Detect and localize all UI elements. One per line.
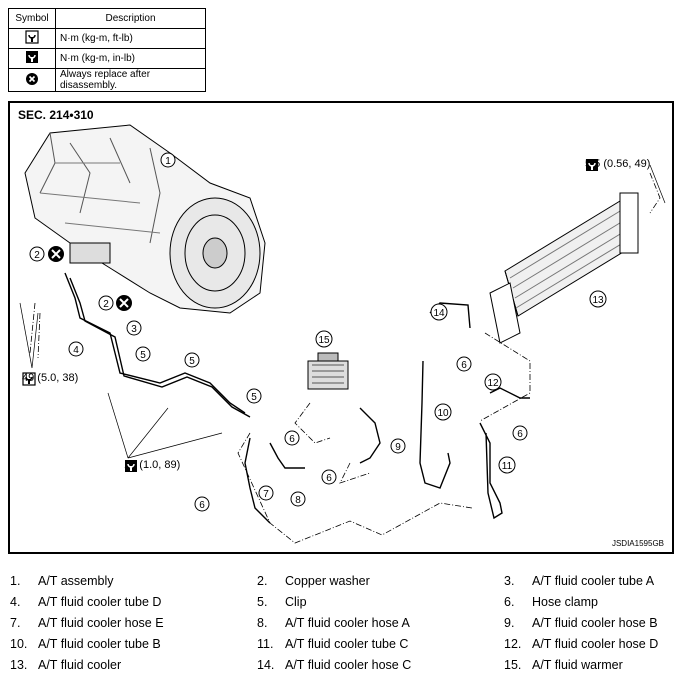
callout-5c: 5 <box>246 388 262 404</box>
svg-text:5: 5 <box>189 356 195 367</box>
callout-10: 10 <box>434 403 452 421</box>
callout-11: 11 <box>498 456 516 474</box>
torque-value-1: 5.5 (0.56, 49) <box>585 158 651 170</box>
torque-wrench-inlb-icon <box>125 460 137 472</box>
svg-text:12: 12 <box>487 378 499 389</box>
torque-wrench-inlb-icon <box>8 48 56 69</box>
svg-text:14: 14 <box>433 308 445 319</box>
symbol-desc-3: Always replace after disassembly. <box>55 68 206 92</box>
callout-3: 3 <box>126 320 142 336</box>
svg-text:3: 3 <box>131 324 137 335</box>
svg-text:2: 2 <box>103 299 109 310</box>
torque-wrench-icon <box>586 159 598 171</box>
callout-15: 15 <box>315 330 333 348</box>
svg-text:7: 7 <box>263 489 269 500</box>
callout-6c: 6 <box>321 469 337 485</box>
svg-text:8: 8 <box>295 495 301 506</box>
callout-6e: 6 <box>512 425 528 441</box>
svg-text:1: 1 <box>165 156 171 167</box>
callout-2b: 2 <box>98 295 114 311</box>
leader-lines <box>29 172 661 544</box>
callout-8: 8 <box>290 491 306 507</box>
description-header: Description <box>55 8 206 29</box>
always-replace-icon <box>48 246 64 262</box>
callout-12: 12 <box>484 373 502 391</box>
symbol-desc-1: N·m (kg-m, ft-lb) <box>55 28 206 49</box>
callout-1: 1 <box>160 152 176 168</box>
callout-9: 9 <box>390 438 406 454</box>
callout-2a: 2 <box>29 246 45 262</box>
svg-text:10: 10 <box>437 408 449 419</box>
torque-leaders <box>19 164 666 459</box>
svg-text:11: 11 <box>502 461 513 472</box>
symbol-header: Symbol <box>8 8 56 29</box>
at-fluid-cooler-drawing <box>489 192 639 344</box>
svg-text:6: 6 <box>199 500 205 511</box>
replace-markers <box>48 246 132 311</box>
svg-text:4: 4 <box>73 345 79 356</box>
exploded-view-diagram: 1 2 2 3 4 5 5 5 6 6 6 6 6 7 8 9 10 11 12… <box>19 124 666 544</box>
diagram-code: JSDIA1595GB <box>611 539 664 548</box>
svg-text:5: 5 <box>251 392 257 403</box>
callout-6a: 6 <box>284 430 300 446</box>
callout-5b: 5 <box>184 352 200 368</box>
callout-13: 13 <box>589 290 607 308</box>
svg-text:5: 5 <box>140 350 146 361</box>
svg-text:6: 6 <box>326 473 332 484</box>
always-replace-icon <box>8 68 56 92</box>
section-label: SEC. 214•310 <box>18 108 94 122</box>
svg-text:2: 2 <box>34 250 40 261</box>
svg-text:6: 6 <box>461 360 467 371</box>
at-fluid-warmer-drawing <box>307 352 349 390</box>
callout-6d: 6 <box>456 356 472 372</box>
svg-text:15: 15 <box>318 335 330 346</box>
callout-6b: 6 <box>194 496 210 512</box>
always-replace-icon <box>116 295 132 311</box>
torque-wrench-icon <box>22 372 36 386</box>
callout-7: 7 <box>258 485 274 501</box>
torque-note-2: 49 (5.0, 38) <box>22 372 79 386</box>
callout-5a: 5 <box>135 346 151 362</box>
svg-text:6: 6 <box>517 429 523 440</box>
svg-text:9: 9 <box>395 442 401 453</box>
svg-text:6: 6 <box>289 434 295 445</box>
torque-note-1: 5.5 (0.56, 49) <box>585 158 651 171</box>
diagram-frame: SEC. 214•310 JSDIA1595GB <box>8 101 674 554</box>
torque-wrench-icon <box>8 28 56 49</box>
callout-markers: 1 2 2 3 4 5 5 5 6 6 6 6 6 7 8 9 10 11 12… <box>29 152 607 512</box>
torque-note-3: 10 (1.0, 89) <box>124 459 181 472</box>
svg-text:13: 13 <box>592 295 604 306</box>
callout-14: 14 <box>430 303 448 321</box>
torque-value-2: 49 (5.0, 38) <box>22 372 79 384</box>
symbol-table: Symbol Description N·m (kg-m, ft-lb) N·m… <box>8 8 206 92</box>
cooler-tubes <box>64 272 530 524</box>
callout-4: 4 <box>68 341 84 357</box>
symbol-desc-2: N·m (kg-m, in-lb) <box>55 48 206 69</box>
at-assembly-drawing <box>24 124 266 314</box>
torque-value-3: 10 (1.0, 89) <box>124 459 181 471</box>
